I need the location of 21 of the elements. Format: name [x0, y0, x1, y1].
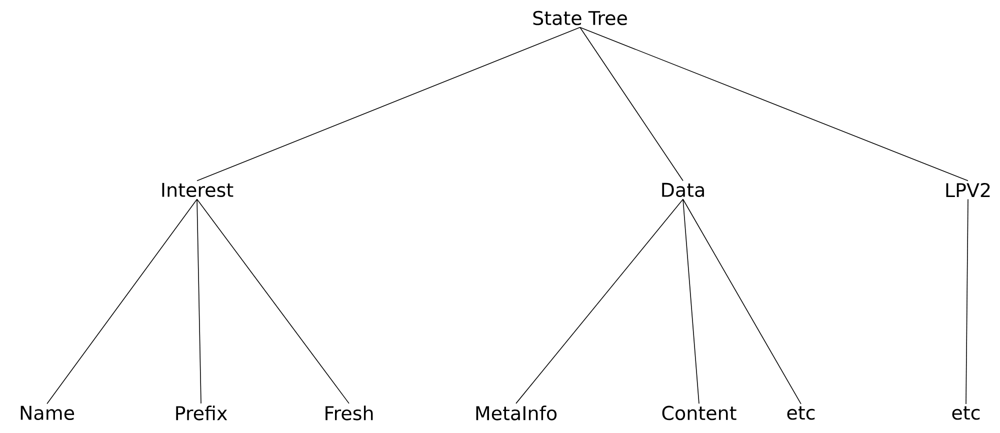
tree-branch — [580, 26, 968, 182]
tree-label: LPV2 — [946, 182, 990, 198]
tree-branch — [196, 198, 350, 404]
tree-branch — [196, 198, 202, 404]
tree-branch — [966, 198, 968, 404]
tree-branch — [682, 198, 700, 404]
tree-label: etc — [787, 406, 815, 420]
tree-label: MetaInfo — [476, 406, 557, 420]
tree-branch — [196, 26, 580, 182]
tree-label: Prefix — [176, 406, 228, 420]
tree-branch — [516, 198, 684, 404]
tree-branch — [46, 198, 198, 404]
tree-label: Interest — [162, 182, 234, 198]
tree-label: Name — [20, 406, 74, 420]
tree-label: Fresh — [326, 406, 373, 420]
tree-label: Content — [662, 406, 736, 420]
tree-branch — [580, 26, 684, 182]
tree-label: State Tree — [533, 10, 627, 26]
tree-branch — [682, 198, 802, 404]
tree-label: etc — [952, 406, 980, 420]
tree-label: Data — [662, 182, 704, 198]
